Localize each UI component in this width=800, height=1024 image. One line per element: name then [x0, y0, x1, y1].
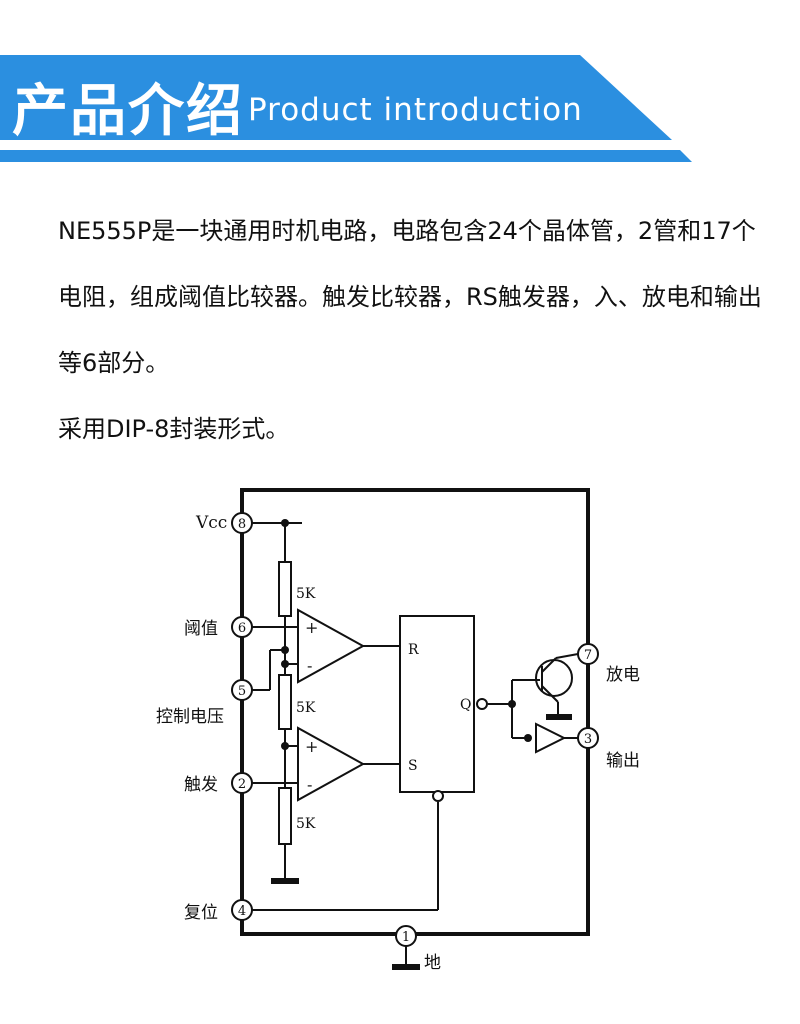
- junction-dot: [281, 742, 289, 750]
- pin-3-number: 3: [584, 732, 592, 747]
- pin-output-label: 输出: [606, 751, 640, 771]
- q-inverted-output: [476, 698, 488, 710]
- banner-underline: [0, 150, 692, 162]
- page-title: 产品介绍: [12, 79, 244, 144]
- comparator-2-minus: -: [307, 775, 312, 794]
- header-banner: [0, 55, 692, 162]
- ground-bar-transistor: [546, 714, 572, 720]
- resistor-3: [278, 787, 292, 845]
- junction-dot: [281, 660, 289, 668]
- pin-7-number: 7: [584, 648, 592, 663]
- pin-4-circle: [231, 899, 253, 921]
- pin-control-label: 控制电压: [156, 707, 224, 727]
- pin-vcc-label: Vcc: [195, 513, 227, 533]
- pin-1-circle: [395, 925, 417, 947]
- resistor-1-value: 5K: [296, 586, 316, 602]
- pin-2-number: 2: [238, 777, 246, 792]
- comparator-1-plus: +: [305, 618, 318, 637]
- comparator-2-plus: +: [305, 737, 318, 756]
- ground-bar-resistor: [271, 878, 299, 884]
- ne555-block-diagram: 8 6 5 2 4 1 7 3 Vcc 阈值 控制电压 触发 复位 地 放电 输…: [156, 488, 640, 973]
- flipflop-q-label: Q: [460, 697, 471, 713]
- comparator-2: [297, 726, 366, 802]
- junction-dot: [281, 519, 289, 527]
- pin-discharge-label: 放电: [606, 665, 640, 685]
- chip-outline: [240, 488, 590, 936]
- pin-6-circle: [231, 616, 253, 638]
- pin-6-number: 6: [238, 621, 246, 636]
- intro-text: NE555P是一块通用时机电路，电路包含24个晶体管，2管和17个电阻，组成阈值…: [58, 198, 778, 462]
- pin-7-circle: [577, 643, 599, 665]
- resistor-2-value: 5K: [296, 700, 316, 716]
- pin-2-circle: [231, 772, 253, 794]
- intro-paragraph-1: NE555P是一块通用时机电路，电路包含24个晶体管，2管和17个电阻，组成阈值…: [58, 217, 762, 377]
- junction-dot: [281, 646, 289, 654]
- flipflop-s-label: S: [408, 758, 418, 774]
- resistor-1: [278, 561, 292, 617]
- pin-reset-label: 复位: [184, 903, 218, 923]
- junction-dot: [524, 734, 532, 742]
- output-buffer: [535, 722, 567, 754]
- intro-paragraph-2: 采用DIP-8封装形式。: [58, 415, 290, 443]
- pin-1-number: 1: [402, 930, 410, 945]
- pin-4-number: 4: [238, 904, 246, 919]
- pin-3-circle: [577, 727, 599, 749]
- pin-8-circle: [231, 512, 253, 534]
- resistor-3-value: 5K: [296, 816, 316, 832]
- pin-threshold-label: 阈值: [184, 619, 218, 639]
- resistor-2: [278, 674, 292, 730]
- pin-5-number: 5: [238, 684, 246, 699]
- flipflop-r-label: R: [408, 642, 419, 658]
- pin-trigger-label: 触发: [184, 775, 218, 795]
- ground-bar-pin1: [392, 964, 420, 970]
- junction-dot: [508, 700, 516, 708]
- pin-5-circle: [231, 679, 253, 701]
- pin-8-number: 8: [238, 517, 246, 532]
- banner-main-shape: [0, 55, 672, 140]
- reset-input-node: [432, 790, 444, 802]
- page-subtitle: Product introduction: [248, 92, 583, 128]
- pin-ground-label: 地: [424, 953, 441, 973]
- comparator-1-minus: -: [307, 656, 312, 675]
- comparator-1: [297, 608, 366, 684]
